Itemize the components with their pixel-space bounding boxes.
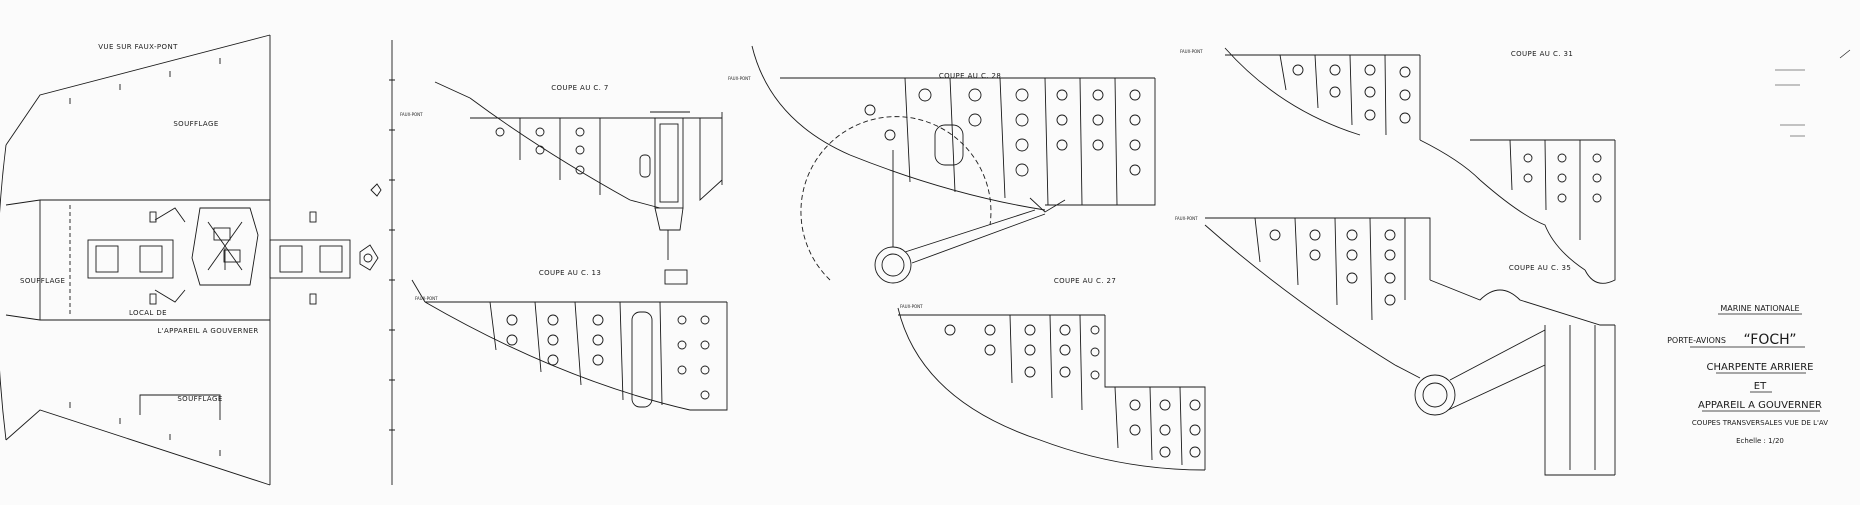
section-c27-drawing (897, 307, 1206, 471)
title-line2: ET (1754, 381, 1767, 392)
title-subtitle: COUPES TRANSVERSALES VUE DE L'AV (1692, 419, 1828, 427)
section-c7-deck-label: FAUX-PONT (400, 112, 423, 117)
title-authority: MARINE NATIONALE (1720, 304, 1799, 313)
section-c28-drawing (751, 45, 1156, 284)
section-c7-title: COUPE AU C. 7 (551, 84, 609, 92)
section-c35-deck-label: FAUX-PONT (1175, 216, 1198, 221)
plan-label-bottom: SOUFFLAGE (177, 395, 222, 403)
section-c28-title: COUPE AU C. 28 (939, 72, 1001, 80)
section-c27-deck-label: FAUX-PONT (900, 304, 923, 309)
plan-label-left: SOUFFLAGE (20, 277, 65, 285)
title-block: MARINE NATIONALE PORTE-AVIONS “FOCH” CHA… (1667, 304, 1828, 445)
section-c35-drawing (1204, 217, 1616, 476)
section-c35-title: COUPE AU C. 35 (1509, 264, 1571, 272)
plan-label-local: LOCAL DE (129, 309, 167, 317)
title-line1: CHARPENTE ARRIERE (1707, 362, 1814, 373)
title-line3: APPAREIL A GOUVERNER (1698, 400, 1822, 411)
plan-label-appareil: L'APPAREIL A GOUVERNER (157, 327, 258, 335)
section-c31-title: COUPE AU C. 31 (1511, 50, 1573, 58)
section-c13-title: COUPE AU C. 13 (539, 269, 601, 277)
title-scale: Echelle : 1/20 (1736, 437, 1784, 445)
section-c7-drawing (434, 81, 723, 285)
section-c13-drawing (411, 279, 728, 411)
section-c13-deck-label: FAUX-PONT (415, 296, 438, 301)
section-c27-title: COUPE AU C. 27 (1054, 277, 1116, 285)
title-ship-prefix: PORTE-AVIONS (1667, 336, 1726, 345)
plan-label-top: SOUFFLAGE (173, 120, 218, 128)
approval-stamps (1775, 49, 1851, 137)
title-ship-name: “FOCH” (1743, 332, 1796, 348)
plan-divider (389, 40, 395, 485)
plan-view (0, 34, 382, 486)
section-c31-drawing (1224, 47, 1616, 284)
section-c31-deck-label: FAUX-PONT (1180, 49, 1203, 54)
plan-title: VUE SUR FAUX-PONT (98, 43, 178, 51)
section-c28-deck-label: FAUX-PONT (728, 76, 751, 81)
